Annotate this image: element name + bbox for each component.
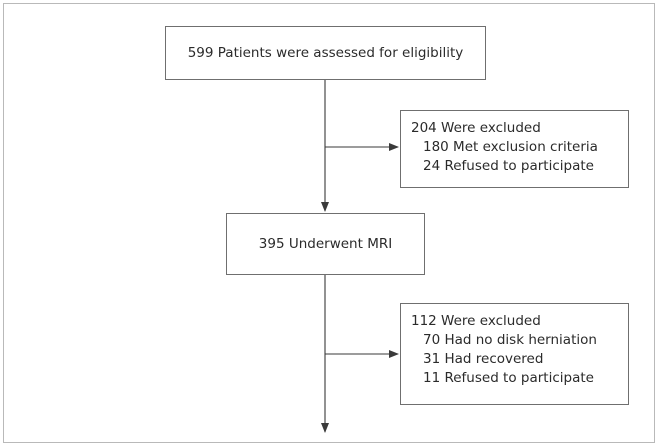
assessed-label: 599 Patients were assessed for eligibili… [187, 44, 464, 61]
excluded-1-title: 204 Were excluded [411, 120, 541, 136]
mri-label: 395 Underwent MRI [258, 235, 393, 252]
excluded-box-2: 112 Were excluded 70 Had no disk herniat… [400, 303, 629, 405]
excluded-1-item: 180 Met exclusion criteria [423, 139, 598, 155]
assessed-box: 599 Patients were assessed for eligibili… [165, 26, 486, 80]
excluded-2-item: 11 Refused to participate [423, 370, 594, 386]
excluded-2-title: 112 Were excluded [411, 313, 541, 329]
excluded-2-item: 31 Had recovered [423, 351, 544, 367]
mri-box: 395 Underwent MRI [226, 213, 425, 275]
excluded-box-1: 204 Were excluded 180 Met exclusion crit… [400, 110, 629, 188]
excluded-1-item: 24 Refused to participate [423, 158, 594, 174]
flow-connectors [321, 80, 399, 433]
excluded-2-item: 70 Had no disk herniation [423, 332, 597, 348]
